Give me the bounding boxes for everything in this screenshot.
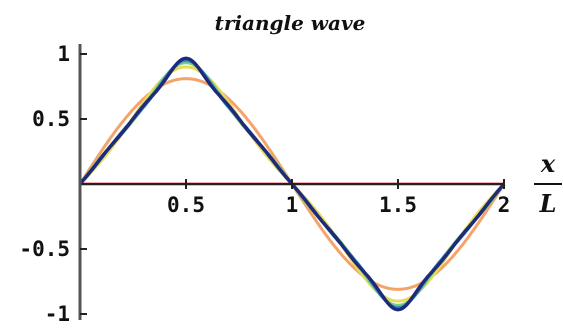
- y-tick-label: -1: [45, 302, 70, 326]
- tick-layer: 0.5 1 1.5 2 1 0.5 -0.5 -1: [19, 42, 510, 326]
- chart-title: triangle wave: [215, 11, 366, 35]
- x-tick-label: 1: [286, 193, 299, 217]
- x-axis-label-numerator: x: [540, 149, 556, 178]
- x-tick-label: 1.5: [379, 193, 417, 217]
- x-tick-label: 2: [498, 193, 511, 217]
- y-tick-label: 0.5: [32, 107, 70, 131]
- y-tick-label: -0.5: [19, 237, 70, 261]
- x-tick-label: 0.5: [167, 193, 205, 217]
- y-tick-label: 1: [57, 42, 70, 66]
- x-axis-label-denominator: L: [539, 189, 557, 218]
